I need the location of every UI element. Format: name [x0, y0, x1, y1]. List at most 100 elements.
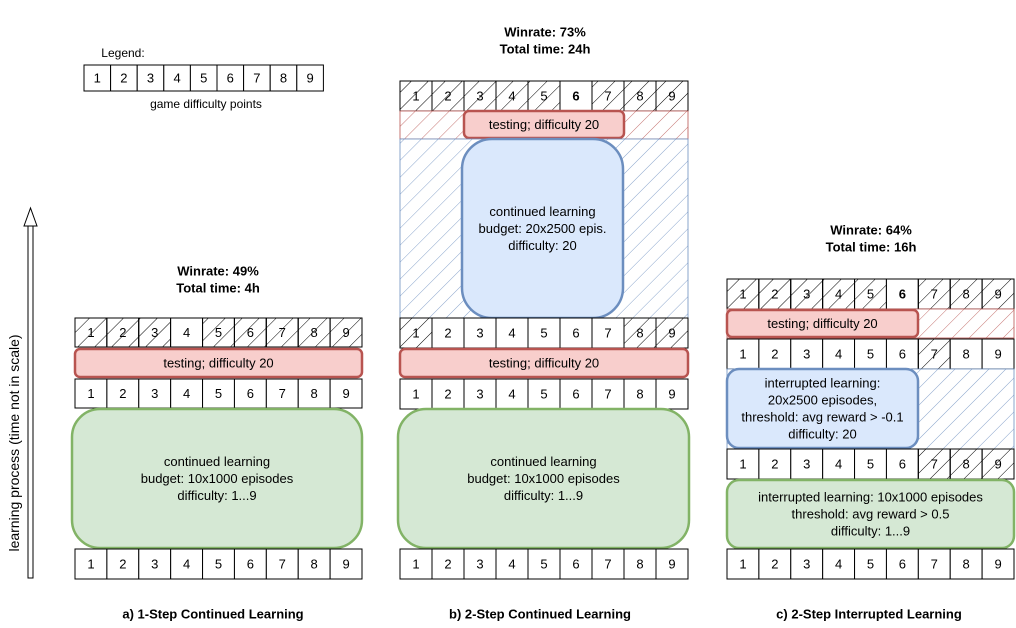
difficulty-cell: 3 [790, 278, 824, 310]
difficulty-cell-label: 1 [739, 457, 746, 472]
difficulty-cell: 2 [431, 80, 465, 112]
difficulty-cell-label: 1 [739, 557, 746, 572]
difficulty-cell: 4 [822, 448, 856, 480]
difficulty-cell: 1 [399, 80, 433, 112]
legend-cell: 2 [110, 64, 138, 92]
difficulty-cell-label: 6 [899, 287, 906, 302]
difficulty-cell: 6 [559, 317, 593, 349]
difficulty-cell: 1 [74, 548, 108, 580]
difficulty-cell: 4 [170, 378, 204, 409]
difficulty-cell: 9 [655, 378, 689, 410]
difficulty-cell-label: 4 [183, 386, 190, 401]
box-text-line: difficulty: 1...9 [831, 524, 910, 539]
difficulty-cell: 4 [170, 548, 204, 580]
difficulty-cell-label: 9 [994, 557, 1001, 572]
difficulty-cell: 8 [949, 548, 983, 580]
difficulty-cell-label: 2 [444, 326, 451, 341]
box-text-line: difficulty: 20 [508, 238, 576, 253]
difficulty-cell: 5 [854, 338, 887, 370]
difficulty-cell: 9 [329, 548, 363, 580]
difficulty-cell: 7 [265, 378, 299, 409]
difficulty-cell: 8 [949, 448, 983, 480]
box-text-line: budget: 10x1000 episodes [141, 471, 294, 486]
difficulty-cell-label: 1 [412, 557, 419, 572]
difficulty-cell-label: 6 [899, 557, 906, 572]
difficulty-cell-label: 5 [215, 386, 222, 401]
difficulty-cell-label: 5 [540, 387, 547, 402]
difficulty-cell: 6 [885, 448, 919, 480]
legend-cell: 7 [243, 64, 271, 92]
difficulty-cell: 9 [981, 338, 1015, 370]
difficulty-cell-label: 2 [444, 387, 451, 402]
difficulty-cell: 2 [106, 548, 140, 580]
testing-box: testing; difficulty 20 [725, 308, 920, 339]
difficulty-cell: 6 [885, 338, 919, 370]
difficulty-cell: 4 [495, 80, 529, 112]
legend-cell-label: 7 [253, 71, 260, 86]
difficulty-cell-label: 1 [739, 287, 746, 302]
difficulty-cell: 5 [854, 548, 887, 580]
difficulty-cell-label: 5 [867, 457, 874, 472]
difficulty-cell: 7 [917, 278, 951, 310]
difficulty-cell: 3 [138, 548, 172, 580]
difficulty-cell: 3 [463, 317, 497, 349]
difficulty-cell: 3 [463, 378, 497, 410]
axis-label: learning process (time not in scale) [6, 334, 22, 551]
box-text-line: continued learning [489, 204, 595, 219]
legend-cell: 4 [163, 64, 191, 92]
box-text-line: difficulty: 20 [788, 427, 856, 442]
difficulty-cell: 5 [527, 548, 561, 580]
difficulty-cell-label: 2 [119, 386, 126, 401]
difficulty-cell-label: 1 [87, 557, 94, 572]
difficulty-cell-label: 5 [867, 287, 874, 302]
difficulty-cell-label: 5 [540, 89, 547, 104]
testing-box: testing; difficulty 20 [462, 109, 626, 140]
legend-cell-label: 8 [280, 71, 287, 86]
difficulty-cell-label: 5 [215, 557, 222, 572]
difficulty-cell-label: 6 [572, 89, 579, 104]
difficulty-cell: 1 [726, 278, 760, 310]
difficulty-cell: 6 [559, 548, 593, 580]
difficulty-cell: 7 [591, 548, 625, 580]
difficulty-cell-label: 1 [87, 386, 94, 401]
difficulty-cell-label: 3 [151, 386, 158, 401]
difficulty-cell: 8 [297, 317, 331, 348]
difficulty-cell-label: 5 [867, 347, 874, 362]
difficulty-cell-label: 6 [247, 557, 254, 572]
total-time-label: Total time: 4h [176, 281, 260, 296]
box-text-line: continued learning [164, 454, 270, 469]
difficulty-cell: 8 [623, 548, 657, 580]
difficulty-cell-label: 8 [963, 347, 970, 362]
difficulty-cell-label: 7 [279, 557, 286, 572]
total-time-label: Total time: 24h [500, 42, 591, 57]
difficulty-cell-label: 3 [151, 557, 158, 572]
difficulty-cell: 1 [399, 317, 433, 349]
difficulty-cell: 4 [822, 548, 856, 580]
learning-box-blue: continued learning budget: 20x2500 epis. d… [460, 137, 625, 320]
difficulty-cell: 2 [758, 278, 792, 310]
legend-cell: 9 [296, 64, 324, 92]
difficulty-cell-label: 2 [771, 457, 778, 472]
difficulty-cell-label: 2 [771, 287, 778, 302]
legend-cell-label: 2 [120, 71, 127, 86]
box-text-line: difficulty: 1...9 [504, 488, 583, 503]
box-text-line: budget: 20x2500 epis. [479, 221, 607, 236]
difficulty-cell-label: 1 [412, 387, 419, 402]
legend-cell-label: 3 [147, 71, 154, 86]
difficulty-cell: 8 [623, 317, 657, 349]
difficulty-cell: 5 [202, 378, 235, 409]
panel-caption: c) 2-Step Interrupted Learning [776, 607, 962, 622]
difficulty-cell-label: 7 [931, 287, 938, 302]
legend-cell: 8 [269, 64, 298, 92]
difficulty-cell-label: 8 [963, 557, 970, 572]
difficulty-cell-label: 7 [604, 89, 611, 104]
difficulty-cell: 7 [591, 317, 625, 349]
difficulty-cell: 6 [233, 548, 267, 580]
box-text-line: budget: 10x1000 episodes [467, 471, 620, 486]
difficulty-cell-label: 4 [508, 326, 515, 341]
box-text-line: interrupted learning: [765, 376, 881, 391]
difficulty-cell: 7 [591, 80, 625, 112]
difficulty-cell: 3 [463, 80, 497, 112]
winrate-label: Winrate: 64% [830, 223, 912, 238]
